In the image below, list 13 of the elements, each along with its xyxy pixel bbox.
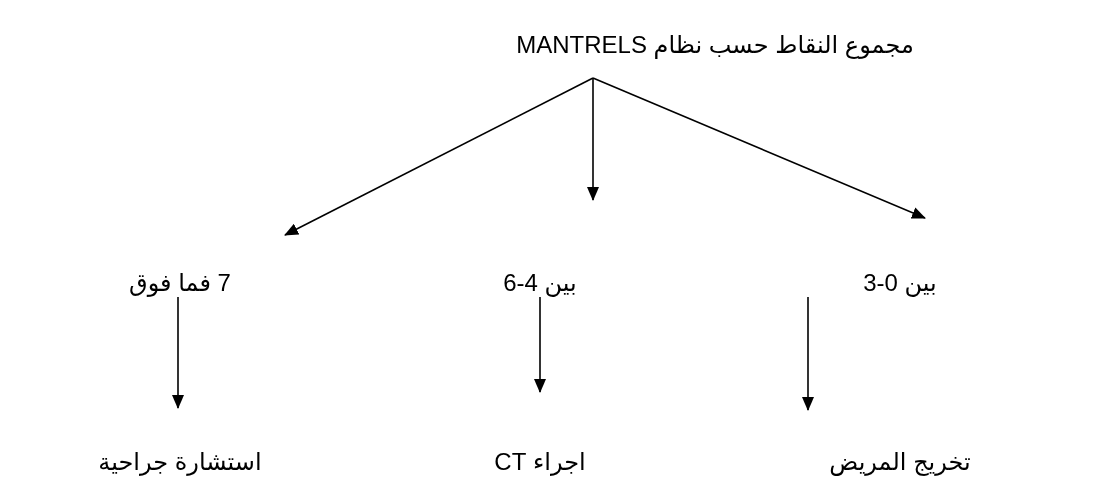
label-text: 7 فما فوق <box>129 269 231 297</box>
label-text: بين 4-6 <box>503 269 577 297</box>
arrow <box>172 296 184 409</box>
label-text: بين 0-3 <box>863 269 937 297</box>
arrow <box>592 77 926 219</box>
heading-text: مجموع النقاط حسب نظام MANTRELS <box>516 31 914 59</box>
label-text: اجراء CT <box>494 448 586 476</box>
label-text: استشارة جراحية <box>98 448 262 476</box>
label-text: تخريج المريض <box>829 448 971 476</box>
arrow <box>802 296 814 411</box>
arrow <box>587 77 599 201</box>
arrow <box>534 296 546 393</box>
arrow <box>284 77 594 236</box>
